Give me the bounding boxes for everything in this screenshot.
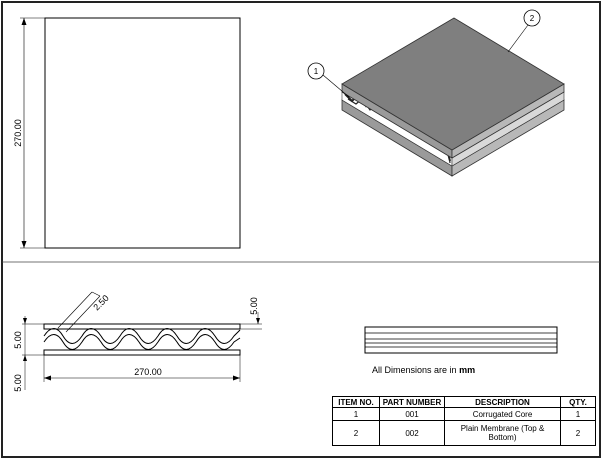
balloon-1-label: 1 xyxy=(314,67,319,76)
bom-cell-qty: 2 xyxy=(560,420,596,446)
corrugated-core-section xyxy=(43,328,241,344)
balloon-2-label: 2 xyxy=(530,14,535,23)
bom-cell-part: 002 xyxy=(379,420,445,446)
bill-of-materials: ITEM NO. PART NUMBER DESCRIPTION QTY. 1 … xyxy=(332,396,596,446)
front-view: 270.00 xyxy=(13,17,241,249)
width-dimension-label: 270.00 xyxy=(134,367,162,377)
bom-header-part: PART NUMBER xyxy=(379,396,445,408)
bom-row: 1 001 Corrugated Core 1 xyxy=(332,407,596,421)
bom-header-description: DESCRIPTION xyxy=(444,396,561,408)
units-note-unit: mm xyxy=(459,365,476,375)
bom-header-item: ITEM NO. xyxy=(332,396,380,408)
bom-cell-description: Corrugated Core xyxy=(444,407,561,421)
isometric-view: 1 2 xyxy=(307,9,565,177)
top-membrane-section xyxy=(43,323,241,330)
balloon-2 xyxy=(523,9,541,27)
bottom-thickness-label: 5.00 xyxy=(13,374,23,392)
balloon-1-leader xyxy=(322,74,350,98)
bom-row: 2 002 Plain Membrane (Top & Bottom) 2 xyxy=(332,420,596,446)
height-dimension-label: 270.00 xyxy=(13,119,23,147)
side-view xyxy=(364,326,558,354)
balloon-1 xyxy=(307,62,325,80)
left-thickness-label: 5.00 xyxy=(13,331,23,349)
bom-header-row: ITEM NO. PART NUMBER DESCRIPTION QTY. xyxy=(332,396,596,408)
front-view-outline xyxy=(44,17,241,249)
bom-cell-item: 1 xyxy=(332,407,380,421)
units-note-prefix: All Dimensions are in xyxy=(372,365,457,375)
radius-dimension-label: 2.50 xyxy=(91,293,110,312)
bom-cell-description: Plain Membrane (Top & Bottom) xyxy=(444,420,561,446)
top-thickness-label: 5.00 xyxy=(249,297,259,315)
bottom-membrane-section xyxy=(43,349,241,356)
bom-cell-part: 001 xyxy=(379,407,445,421)
units-note: All Dimensions are in mm xyxy=(372,365,475,375)
bom-header-qty: QTY. xyxy=(560,396,596,408)
section-view: 2.50 5.00 5.00 5.00 270.00 xyxy=(13,291,262,392)
bom-cell-item: 2 xyxy=(332,420,380,446)
bom-cell-qty: 1 xyxy=(560,407,596,421)
balloon-2-leader xyxy=(507,24,529,53)
